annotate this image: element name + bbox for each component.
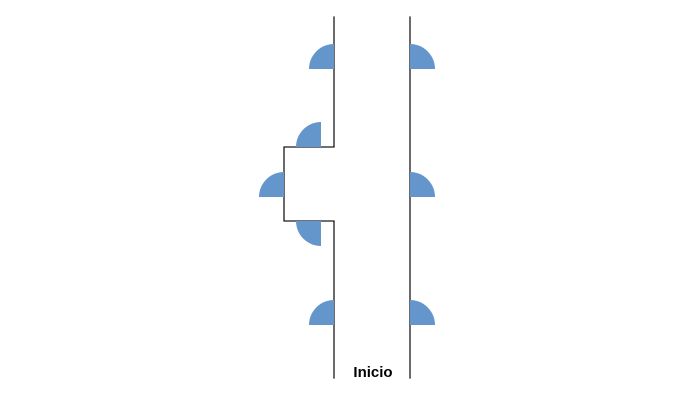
door-right-bottom-icon	[410, 300, 435, 325]
door-left-top-icon	[309, 44, 334, 69]
door-left-bottom-icon	[309, 300, 334, 325]
door-left-alcove-upper-icon	[296, 122, 321, 147]
door-right-middle-icon	[410, 172, 435, 197]
door-right-top-icon	[410, 44, 435, 69]
door-left-alcove-end-icon	[259, 172, 284, 197]
door-left-alcove-lower-icon	[296, 221, 321, 246]
start-label: Inicio	[353, 364, 393, 381]
